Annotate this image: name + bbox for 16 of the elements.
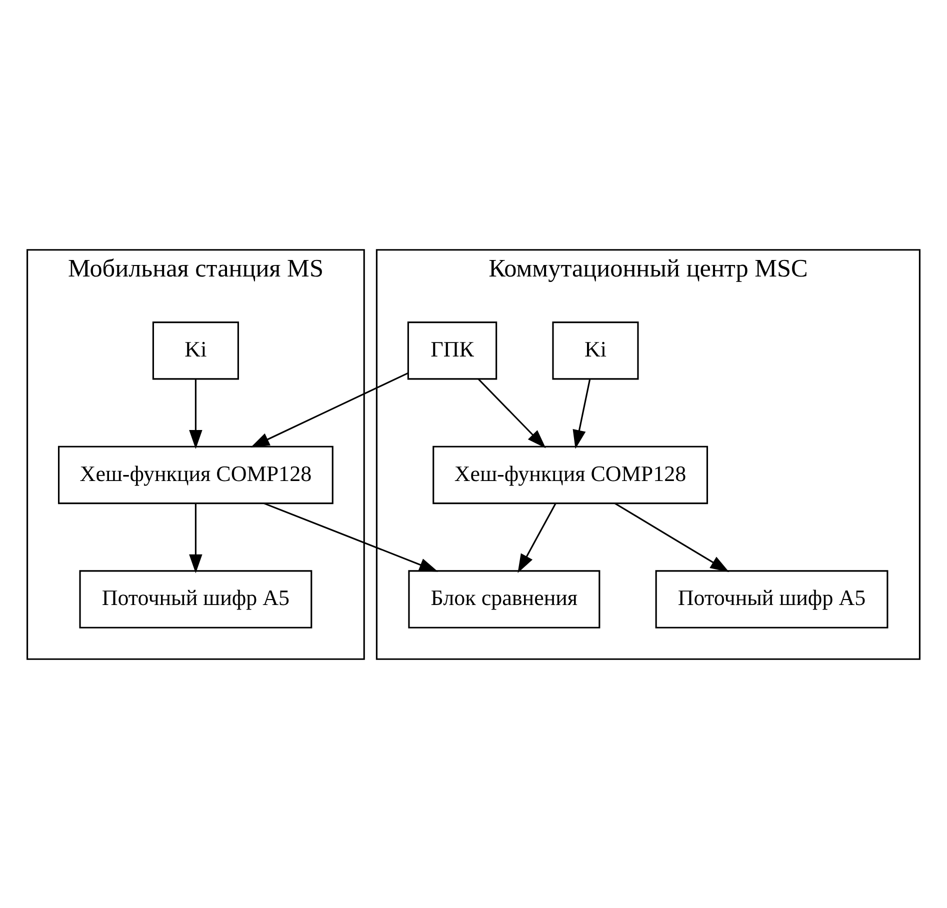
node-box: Ki — [152, 321, 239, 380]
arrow — [518, 502, 556, 572]
arrow — [264, 502, 438, 572]
node-box: Поточный шифр A5 — [79, 570, 312, 628]
node-box: Поточный шифр A5 — [655, 570, 888, 628]
arrow — [250, 372, 408, 447]
arrow — [478, 378, 546, 448]
arrow — [189, 502, 202, 573]
arrow — [189, 378, 202, 448]
node-box: Хеш-функция COMP128 — [432, 445, 708, 504]
arrow — [614, 502, 730, 572]
node-box: ГПК — [407, 321, 498, 380]
node-box: Хеш-функция COMP128 — [58, 445, 334, 504]
node-box: Ki — [552, 321, 639, 380]
node-box: Блок сравнения — [408, 570, 600, 628]
arrow — [572, 378, 591, 448]
